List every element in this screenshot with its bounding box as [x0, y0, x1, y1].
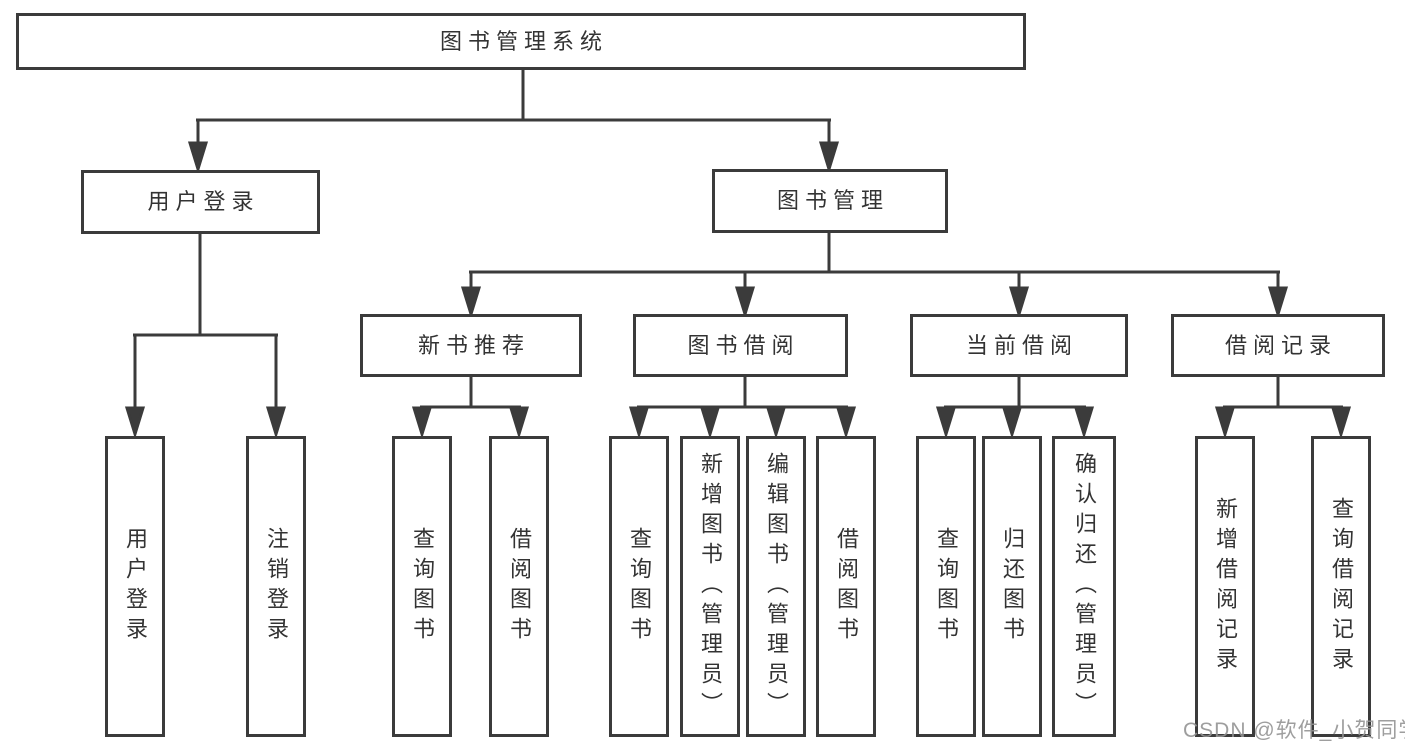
leaf-logout: 注销登录 — [246, 436, 306, 737]
leaf-borrow-books: 借阅图书 — [816, 436, 876, 737]
leaf-add-borrow-record: 新增借阅记录 — [1195, 436, 1255, 737]
csdn-watermark: CSDN @软件_小贺同学 — [1183, 719, 1405, 742]
leaf-user-login: 用户登录 — [105, 436, 165, 737]
node-book-borrowing: 图书借阅 — [633, 314, 848, 377]
leaf-query-books-recommend: 查询图书 — [392, 436, 452, 737]
leaf-query-borrow-record: 查询借阅记录 — [1311, 436, 1371, 737]
node-user-login: 用户登录 — [81, 170, 320, 234]
leaf-query-books-current: 查询图书 — [916, 436, 976, 737]
leaf-edit-book-admin: 编辑图书（管理员） — [746, 436, 806, 737]
leaf-query-books-borrow: 查询图书 — [609, 436, 669, 737]
node-new-book-recommendation: 新书推荐 — [360, 314, 582, 377]
leaf-return-books: 归还图书 — [982, 436, 1042, 737]
node-current-borrowing: 当前借阅 — [910, 314, 1128, 377]
node-library-management-system: 图书管理系统 — [16, 13, 1026, 70]
leaf-add-book-admin: 新增图书（管理员） — [680, 436, 740, 737]
node-book-management: 图书管理 — [712, 169, 948, 233]
leaf-borrow-books-recommend: 借阅图书 — [489, 436, 549, 737]
leaf-confirm-return-admin: 确认归还（管理员） — [1052, 436, 1116, 737]
node-borrowing-records: 借阅记录 — [1171, 314, 1385, 377]
